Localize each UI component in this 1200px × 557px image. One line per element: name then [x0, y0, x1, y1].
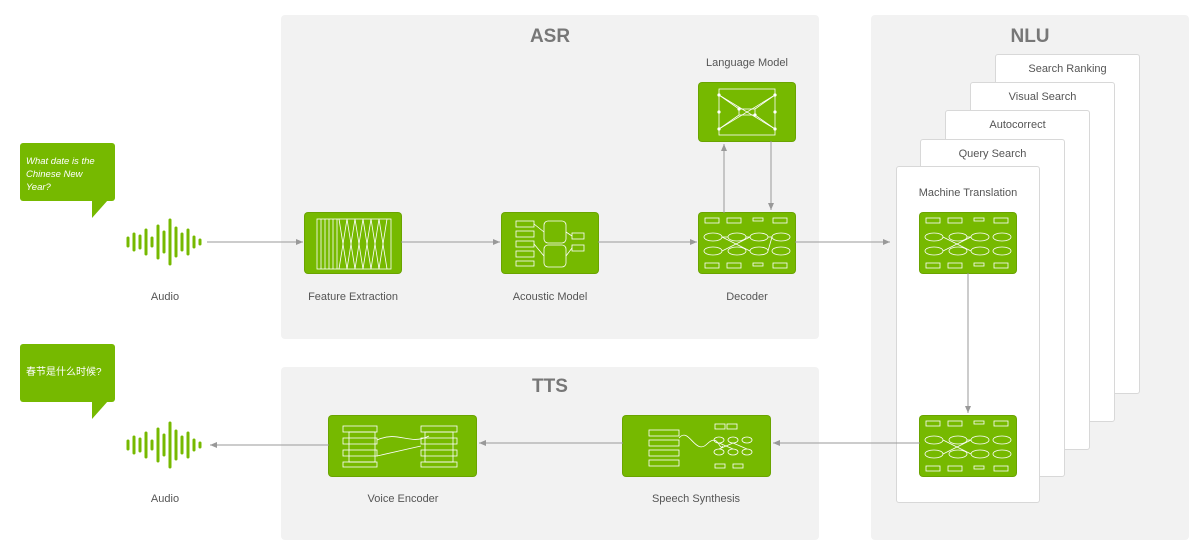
- speech-synthesis-icon: [648, 423, 753, 469]
- feature-extraction-block: [305, 213, 401, 273]
- input-audio-waveform-icon: [126, 218, 202, 266]
- output-audio-label: Audio: [150, 493, 180, 505]
- voice-encoder-icon: [342, 425, 458, 468]
- output-bubble-text: 春节是什么时候?: [26, 367, 102, 378]
- nlu-top-block: [920, 213, 1016, 273]
- language-model-network-icon: [717, 88, 777, 136]
- nlu-card-label: Query Search: [958, 148, 1027, 160]
- output-audio-waveform-icon: [126, 421, 202, 469]
- acoustic-model-icon: [515, 220, 585, 268]
- nlu-title: NLU: [1010, 26, 1050, 47]
- acoustic-model-label: Acoustic Model: [512, 291, 588, 303]
- input-bubble-text: What date is the Chinese New Year?: [26, 156, 95, 193]
- input-audio-label: Audio: [150, 291, 180, 303]
- nlu-top-graph-icon: [924, 217, 1012, 269]
- acoustic-model-block: [502, 213, 598, 273]
- decoder-block: [699, 213, 795, 273]
- language-model-label: Language Model: [706, 57, 788, 69]
- decoder-graph-icon: [703, 217, 791, 269]
- decoder-label: Decoder: [726, 291, 768, 303]
- language-model-block: [699, 83, 795, 141]
- output-speech-bubble: 春节是什么时候?: [20, 344, 115, 419]
- asr-title: ASR: [529, 26, 571, 47]
- nlu-card-label: Machine Translation: [918, 187, 1018, 199]
- nlu-bottom-graph-icon: [924, 420, 1012, 472]
- nlu-card-label: Visual Search: [1008, 91, 1077, 103]
- input-speech-bubble: What date is the Chinese New Year?: [20, 143, 115, 218]
- speech-synthesis-label: Speech Synthesis: [651, 493, 741, 505]
- bubble-tail: [92, 401, 108, 419]
- nlu-card-label: Autocorrect: [989, 119, 1046, 131]
- tts-title: TTS: [532, 376, 568, 397]
- voice-encoder-label: Voice Encoder: [367, 493, 439, 505]
- spectrogram-icon: [316, 218, 392, 270]
- bubble-tail: [92, 200, 108, 218]
- voice-encoder-block: [329, 416, 476, 476]
- feature-extraction-label: Feature Extraction: [308, 291, 398, 303]
- nlu-bottom-block: [920, 416, 1016, 476]
- nlu-card-label: Search Ranking: [1028, 63, 1107, 75]
- asr-panel: ASR: [281, 15, 819, 339]
- speech-synthesis-block: [623, 416, 770, 476]
